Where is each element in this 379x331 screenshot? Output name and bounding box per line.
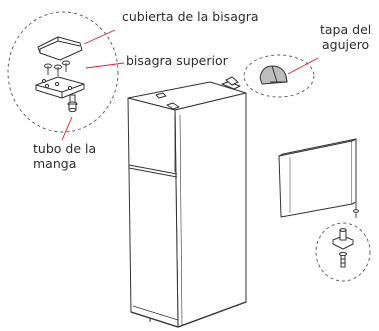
leader-upper-hinge	[85, 62, 125, 69]
leader-hole-cap	[287, 57, 319, 75]
leader-sleeve-tube	[61, 116, 73, 141]
leader-lines	[61, 29, 319, 141]
label-sleeve-tube: tubo de la manga	[33, 141, 96, 171]
sleeve-tube-part	[67, 94, 78, 113]
door-pin-small	[353, 203, 359, 218]
hinge-detail-callout	[7, 11, 119, 133]
label-hole-cap-line1: tapa del	[320, 22, 372, 37]
fridge-front	[127, 97, 179, 328]
hole-cap-part	[259, 65, 288, 85]
upper-hinge-plate	[35, 76, 85, 99]
label-sleeve-tube-line1: tubo de la	[33, 141, 97, 156]
door-split	[128, 164, 178, 175]
label-upper-hinge: bisagra superior	[126, 53, 228, 68]
hinge-screws	[44, 60, 70, 76]
label-hole-cap-line2: agujero	[322, 37, 370, 52]
hole-cap-detail-callout	[243, 54, 315, 98]
refrigerator-body	[127, 76, 247, 328]
hinge-cover-part	[37, 36, 83, 61]
leader-hinge-cover	[83, 29, 116, 45]
label-hole-cap: tapa del agujero	[320, 22, 371, 52]
door-pin-detail-callout	[315, 222, 371, 282]
label-hinge-cover: cubierta de la bisagra	[122, 9, 259, 24]
door-pin-detail	[332, 228, 354, 268]
label-sleeve-tube-line2: manga	[33, 156, 77, 171]
detached-door	[278, 138, 357, 218]
fridge-side	[174, 92, 247, 328]
